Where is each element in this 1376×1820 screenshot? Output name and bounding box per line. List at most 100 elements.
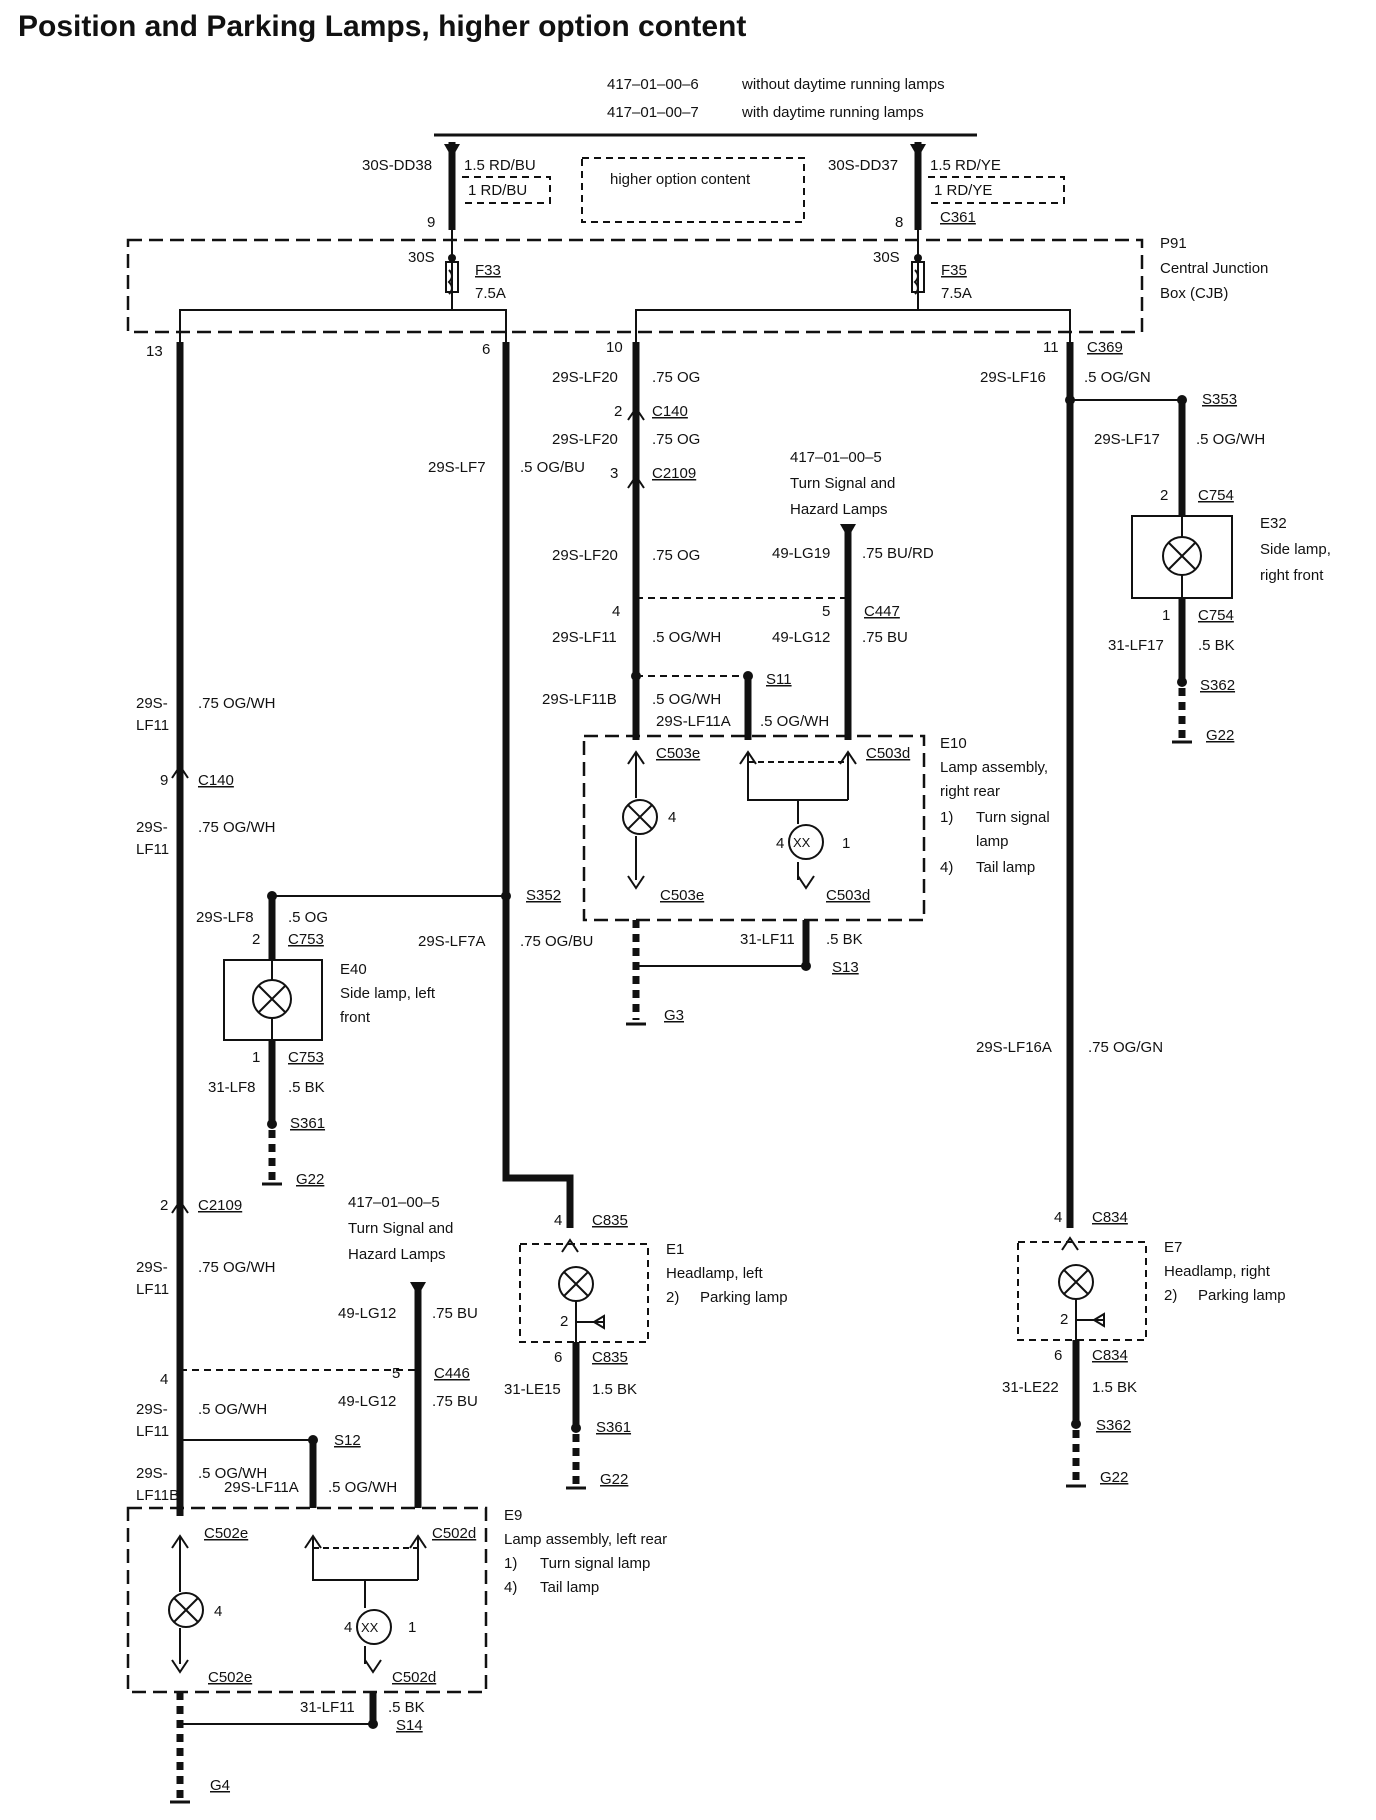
e10-item-1: Turn signal (976, 809, 1050, 826)
right-feed-circuit: 30S-DD37 (828, 157, 898, 174)
cjb-bus-right (635, 309, 1071, 342)
e9-turn-pin-r: 1 (408, 1619, 416, 1636)
e40-pin-top: 2 (252, 931, 260, 948)
right-turn-wire: .75 BU (862, 629, 908, 646)
col3-wire-11b: .5 OG/WH (652, 691, 721, 708)
col3-c2109: C2109 (652, 465, 696, 482)
e32-line1: Side lamp, (1260, 541, 1331, 558)
e10-turn-lamp-mark: XX (793, 835, 811, 850)
e7-gnd-circuit: 31-LE22 (1002, 1379, 1059, 1396)
e7-pin-top: 4 (1054, 1209, 1062, 1226)
left-feed-pin: 9 (427, 214, 435, 231)
f33-label: F33 (475, 262, 501, 279)
cjb-pin-6: 6 (482, 341, 490, 358)
e9-conn-e-top: C502e (204, 1525, 248, 1542)
col3-circuit-11a: 29S-LF11A (656, 713, 731, 730)
e1-conn-bot: C835 (592, 1349, 628, 1366)
col2-circuit-a: 29S-LF7A (418, 933, 486, 950)
col1-lower-circuit-a: 29S- (136, 1465, 168, 1482)
e32-conn-top: C754 (1198, 487, 1234, 504)
e40-pin-bot: 1 (252, 1049, 260, 1066)
e1-id: E1 (666, 1241, 684, 1258)
e10-item-1-num: 1) (940, 809, 953, 826)
col3-circuit-3: 29S-LF20 (552, 547, 618, 564)
left-turn-circuit: 49-LG12 (338, 1305, 396, 1322)
e10-assembly-box (582, 734, 926, 922)
col1-circuit-a: 29S- (136, 695, 168, 712)
cjb-pin-13: 13 (146, 343, 163, 360)
col3-circuit: 29S-LF20 (552, 369, 618, 386)
left-feed-wire-a: 1.5 RD/BU (464, 157, 536, 174)
col3-wire-11: .5 OG/WH (652, 629, 721, 646)
e40-s361-node (267, 1119, 277, 1129)
reference-code-2: 417–01–00–7 (607, 104, 699, 121)
f35-label: F35 (941, 262, 967, 279)
e1-connector-icon (561, 1238, 579, 1253)
e10-tail-lamp-cross (627, 804, 653, 830)
s14-splice (368, 1719, 378, 1729)
e7-pin-bot: 6 (1054, 1347, 1062, 1364)
col1-lower-wire-label: .5 OG/WH (198, 1465, 267, 1482)
e10-conn-e-bot: C503e (660, 887, 704, 904)
e32-pin-top: 2 (1160, 487, 1168, 504)
e10-turn-pin-l: 4 (776, 835, 784, 852)
col1-wire-label-3: .75 OG/WH (198, 1259, 276, 1276)
e40-gnd-circuit: 31-LF8 (208, 1079, 256, 1096)
col4-circuit-a: 29S-LF16A (976, 1039, 1052, 1056)
col4-circuit: 29S-LF16 (980, 369, 1046, 386)
e10-conn-d-bot: C503d (826, 887, 870, 904)
e7-lamp-ground-lead (1075, 1299, 1105, 1340)
higher-option-label: higher option content (610, 171, 751, 188)
col4-wire-label: .5 OG/GN (1084, 369, 1151, 386)
col1-c140-pin: 9 (160, 772, 168, 789)
e7-item: Parking lamp (1198, 1287, 1286, 1304)
col3-c2109-pin: 3 (610, 465, 618, 482)
e40-lamp-cross (258, 985, 286, 1013)
e7-lamp-pin: 2 (1060, 1311, 1068, 1328)
col1-c2109: C2109 (198, 1197, 242, 1214)
e9-item-2: Tail lamp (540, 1579, 599, 1596)
e10-conn-e-top: C503e (656, 745, 700, 762)
s11-label: S11 (766, 671, 792, 688)
e9-tail-leads (171, 1534, 189, 1664)
right-turn-wire-top: .75 BU/RD (862, 545, 934, 562)
left-turn-circuit-2: 49-LG12 (338, 1393, 396, 1410)
e7-lamp-box (1017, 1241, 1147, 1341)
e32-lamp-icon (1162, 536, 1202, 576)
left-turn-wire-label-2: .75 BU (432, 1393, 478, 1410)
e9-turn-pin-l: 4 (344, 1619, 352, 1636)
col1-circuit-a-2: 29S- (136, 819, 168, 836)
col1-circuit-b: LF11 (136, 717, 169, 734)
col3-wire-label: .75 OG (652, 369, 700, 386)
left-turn-ref: 417–01–00–5 (348, 1194, 440, 1211)
e9-id: E9 (504, 1507, 522, 1524)
cjb-line1: Central Junction (1160, 260, 1268, 277)
e7-ground: G22 (1100, 1469, 1128, 1486)
e9-line1: Lamp assembly, left rear (504, 1531, 667, 1548)
e40-conn-bot: C753 (288, 1049, 324, 1066)
col3-circuit-2: 29S-LF20 (552, 431, 618, 448)
s13-label: S13 (832, 959, 859, 976)
e32-s362: S362 (1200, 677, 1235, 694)
e9-conn-e-bot: C502e (208, 1669, 252, 1686)
col1-c140: C140 (198, 772, 234, 789)
e10-turn-pin-r: 1 (842, 835, 850, 852)
e1-pin-top: 4 (554, 1212, 562, 1229)
col3-c140: C140 (652, 403, 688, 420)
e1-s361-node (571, 1423, 581, 1433)
e7-line1: Headlamp, right (1164, 1263, 1271, 1280)
e40-line2: front (340, 1009, 371, 1026)
left-feed-wire-b: 1 RD/BU (468, 182, 527, 199)
cjb-pin-10: 10 (606, 339, 623, 356)
f33-element (447, 269, 453, 295)
right-feed-connector: C361 (940, 209, 976, 226)
e1-conn-top: C835 (592, 1212, 628, 1229)
e1-line1: Headlamp, left (666, 1265, 764, 1282)
col2-wire (502, 342, 574, 1228)
right-turn-conn: C447 (864, 603, 900, 620)
col1-wire-label-4: .5 OG/WH (198, 1401, 267, 1418)
right-feed-option-box (928, 176, 1065, 204)
e40-circuit: 29S-LF8 (196, 909, 254, 926)
e10-tail-leads (627, 750, 645, 880)
